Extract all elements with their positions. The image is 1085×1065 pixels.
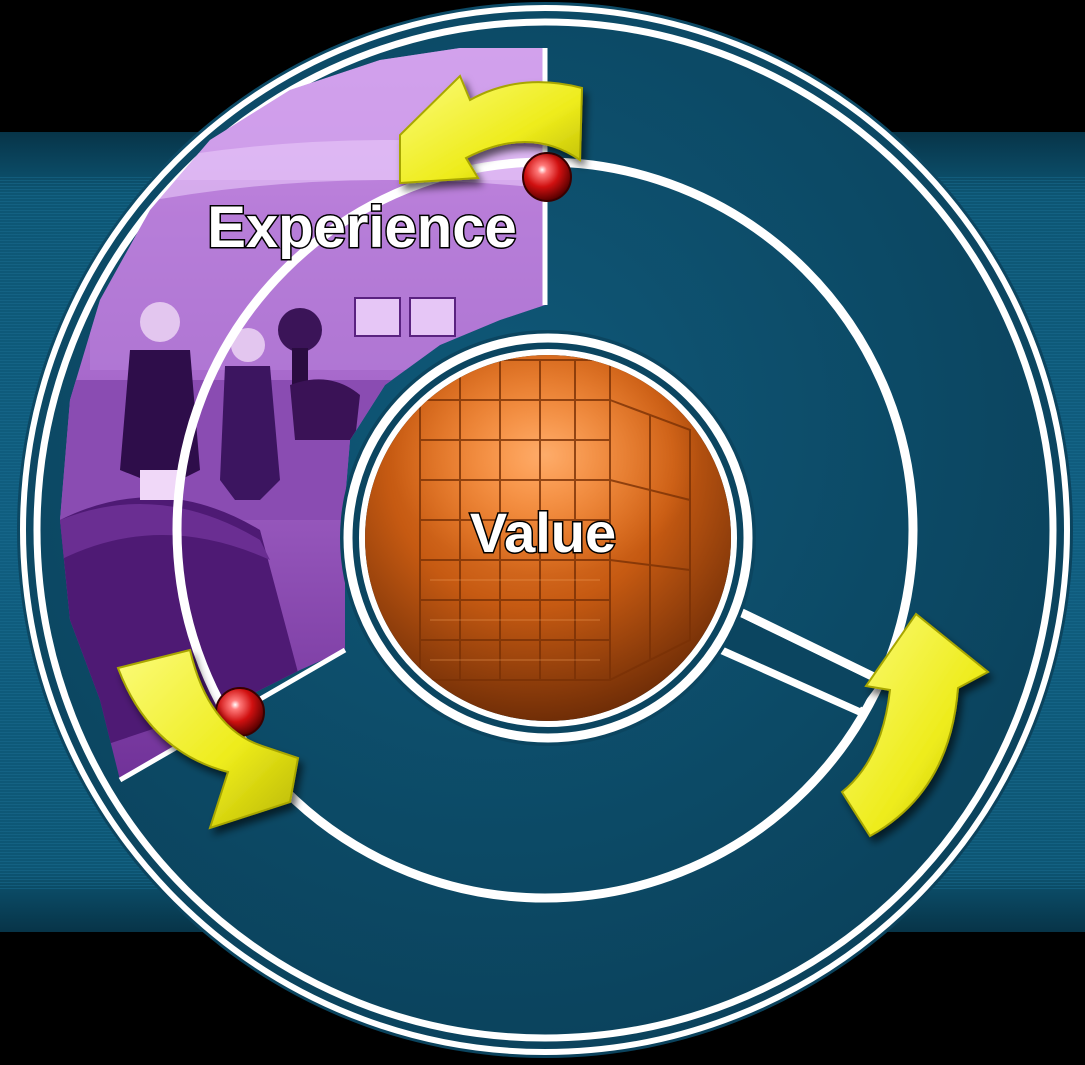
outer-ring-line-inner <box>33 18 1057 1042</box>
value-label: Value <box>470 501 616 564</box>
center-ring-outer <box>343 333 753 743</box>
spoke-line-a <box>698 635 864 717</box>
spoke-line-b <box>738 607 882 685</box>
curved-arrow-icon <box>116 648 300 830</box>
curved-arrow-icon <box>840 612 990 838</box>
red-ball-icon <box>522 152 572 202</box>
value-building-image <box>365 355 731 721</box>
center-ring-inner <box>359 349 737 727</box>
outer-ring-line <box>20 5 1070 1055</box>
curved-arrow-icon <box>399 74 584 185</box>
experience-label: Experience <box>207 195 517 260</box>
spoke-fill <box>708 618 878 708</box>
